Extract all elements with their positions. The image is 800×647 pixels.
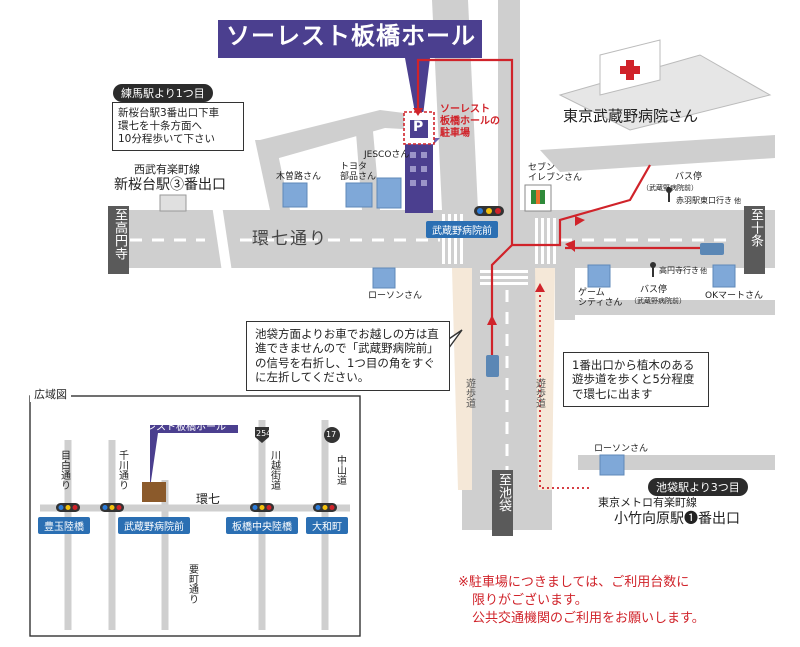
bus-stop-south-etc: 他	[700, 267, 707, 275]
inset-title: 広域図	[30, 388, 71, 402]
bus-stop-markers	[650, 187, 672, 277]
inset-signal-4: 大和町	[306, 517, 348, 534]
west-direction: 至高円寺	[108, 206, 129, 274]
walking-route-arrow	[535, 283, 545, 292]
car-route	[416, 58, 700, 360]
walking-route	[539, 290, 590, 489]
inset-road-kawagoe: 川越街道	[268, 450, 280, 490]
inset-route-17: 17	[326, 430, 337, 439]
parking-p-label: P	[413, 119, 424, 135]
ok-mart-label: OKマートさん	[705, 291, 763, 301]
bus-stop-north-sub: （武蔵野病院前）	[642, 184, 698, 192]
bus-stop-south-sub: （武蔵野病院前）	[630, 297, 686, 305]
inset-road-mejiro: 目白通り	[58, 450, 70, 490]
seven-eleven-label: セブン イレブンさん	[528, 163, 583, 184]
bus-stop-north-etc: 他	[734, 197, 741, 205]
inset-road-kanamecho: 要町通り	[186, 564, 198, 604]
nerima-station: 新桜台駅③番出口	[114, 177, 226, 193]
seven-eleven-store	[524, 184, 552, 212]
parking-lot	[403, 111, 435, 145]
sidewalks	[452, 268, 555, 490]
inset-road-nakayama: 中山道	[334, 455, 346, 485]
parking-notice-3: 公共交通機関のご利用をお願いします。	[472, 611, 705, 626]
lawson-south-label: ローソンさん	[594, 444, 649, 454]
jesco-label: JESCOさん	[364, 150, 410, 160]
ikebukuro-station: 小竹向原駅❶番出口	[614, 511, 740, 527]
east-direction: 至十条	[744, 206, 765, 274]
inset-signal-1: 豊玉陸橋	[38, 517, 90, 534]
inset-signal-3: 板橋中央陸橋	[226, 517, 298, 534]
bus-stop-north-dest: 赤羽駅東口行き	[676, 196, 732, 205]
lawson-north-label: ローソンさん	[368, 291, 423, 301]
car-route-arrows	[413, 108, 585, 325]
nerima-line: 西武有楽町線	[134, 163, 200, 176]
main-road-label: 環七通り	[252, 229, 328, 249]
ikebukuro-line: 東京メトロ有楽町線	[598, 496, 697, 509]
inset-route-254: 254	[256, 429, 272, 438]
south-direction: 至池袋	[492, 470, 513, 536]
road-breaks	[212, 205, 232, 272]
game-city-label: ゲーム シティさん	[578, 288, 623, 309]
parking-notice-2: 限りがございます。	[472, 593, 588, 608]
hospital-building	[558, 39, 772, 131]
sidewalk-left-label: 遊歩道	[463, 378, 475, 408]
landmark-buildings	[159, 177, 736, 476]
hospital-name: 東京武蔵野病院さん	[563, 107, 699, 125]
inset-road-senkawa: 千川通り	[116, 450, 128, 490]
parking-label: ソーレスト 板橋ホールの 駐車場	[440, 104, 500, 139]
bus-stop-south-dest: 高円寺行き	[659, 266, 699, 275]
parking-notice-1: ※駐車場につきましては、ご利用台数に	[458, 575, 690, 590]
bus-stop-north-label: バス停	[675, 172, 703, 182]
venue-title: ソーレスト板橋ホール	[226, 21, 476, 50]
nerima-note: 新桜台駅3番出口下車 環七を十条方面へ 10分程歩いて下さい	[112, 102, 244, 152]
sidewalk-right-label: 遊歩道	[533, 378, 545, 408]
car-directions-note: 池袋方面よりお車でお越しの方は直進できませんので「武蔵野病院前」の信号を右折し、…	[246, 321, 450, 391]
bus-stop-south-label: バス停	[640, 285, 668, 295]
lane-markings	[130, 238, 730, 520]
signal-label-main: 武蔵野病院前	[426, 221, 498, 238]
nerima-tag: 練馬駅より1つ目	[113, 84, 213, 102]
walk-directions-note: 1番出口から植木のある遊歩道を歩くと5分程度で環七に出ます	[563, 352, 709, 408]
kisoji-label: 木曽路さん	[276, 172, 322, 182]
cars	[486, 243, 724, 377]
traffic-signals	[474, 206, 504, 216]
inset-road-kan7: 環七	[196, 492, 221, 506]
inset-venue: ソーレスト板橋ホール	[126, 422, 226, 433]
venue-building	[405, 138, 440, 213]
toyota-label: トヨタ 部品さん	[340, 162, 377, 183]
inset-map	[29, 395, 361, 637]
ikebukuro-tag: 池袋駅より3つ目	[648, 478, 748, 496]
crosswalks	[442, 214, 556, 285]
inset-signal-2: 武蔵野病院前	[118, 517, 190, 534]
roads	[108, 0, 775, 530]
